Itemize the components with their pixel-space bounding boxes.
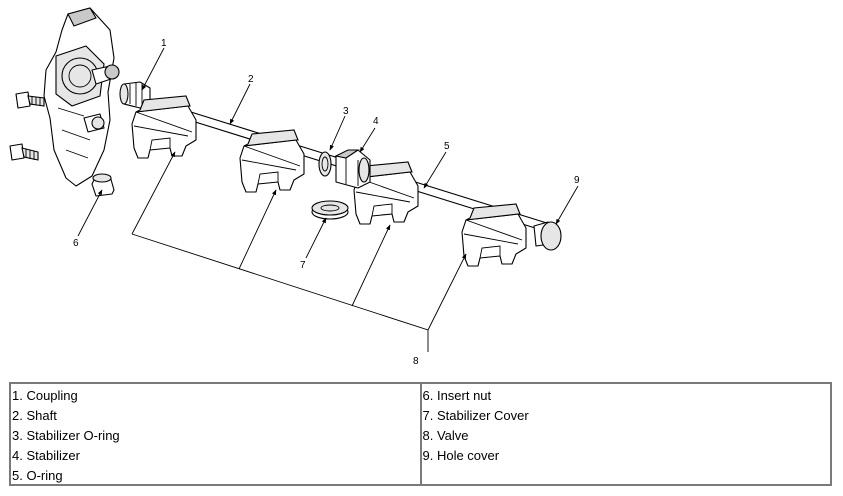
legend-item: 7. Stabilizer Cover [422, 408, 529, 423]
callout-7: 7 [300, 260, 306, 271]
actuator-housing [43, 7, 120, 187]
callout-9: 9 [574, 175, 580, 186]
stabilizer-o-ring [318, 151, 332, 177]
insert-nut [91, 173, 115, 197]
legend-column-right: 6. Insert nut 7. Stabilizer Cover 8. Val… [419, 384, 831, 484]
legend-item: 9. Hole cover [422, 448, 500, 463]
valve-1 [131, 95, 197, 159]
stabilizer [334, 149, 371, 189]
callout-3: 3 [343, 106, 349, 117]
leader-1 [141, 47, 165, 91]
callout-6: 6 [73, 238, 79, 249]
legend-item: 3. Stabilizer O-ring [12, 428, 120, 443]
leader-3 [329, 115, 346, 151]
legend-item: 1. Coupling [12, 388, 78, 403]
legend-item: 4. Stabilizer [12, 448, 80, 463]
bolt-lower [9, 143, 39, 161]
legend-item: 5. O-ring [12, 468, 63, 483]
leader-2 [229, 83, 251, 125]
callout-8: 8 [413, 356, 419, 367]
callout-1: 1 [161, 38, 167, 49]
callout-2: 2 [248, 74, 254, 85]
bolt-upper [15, 91, 45, 109]
leader-7 [305, 217, 327, 259]
parts-legend-table: 1. Coupling 2. Shaft 3. Stabilizer O-rin… [9, 382, 832, 486]
hole-cover [533, 221, 562, 251]
valve-4 [461, 203, 527, 267]
stabilizer-cover [311, 200, 349, 220]
legend-column-left: 1. Coupling 2. Shaft 3. Stabilizer O-rin… [11, 384, 420, 484]
exploded-parts-diagram: 1 2 3 4 5 6 7 8 9 [9, 7, 580, 367]
callout-5: 5 [444, 141, 450, 152]
leader-6 [77, 189, 103, 237]
valve-bracket [131, 151, 467, 352]
leader-9 [555, 185, 579, 225]
leader-4 [359, 127, 376, 153]
legend-item: 6. Insert nut [422, 388, 492, 403]
legend-item: 2. Shaft [12, 408, 57, 423]
callout-4: 4 [373, 116, 379, 127]
valve-2 [239, 129, 305, 193]
legend-item: 8. Valve [422, 428, 469, 443]
leader-5 [423, 151, 447, 189]
